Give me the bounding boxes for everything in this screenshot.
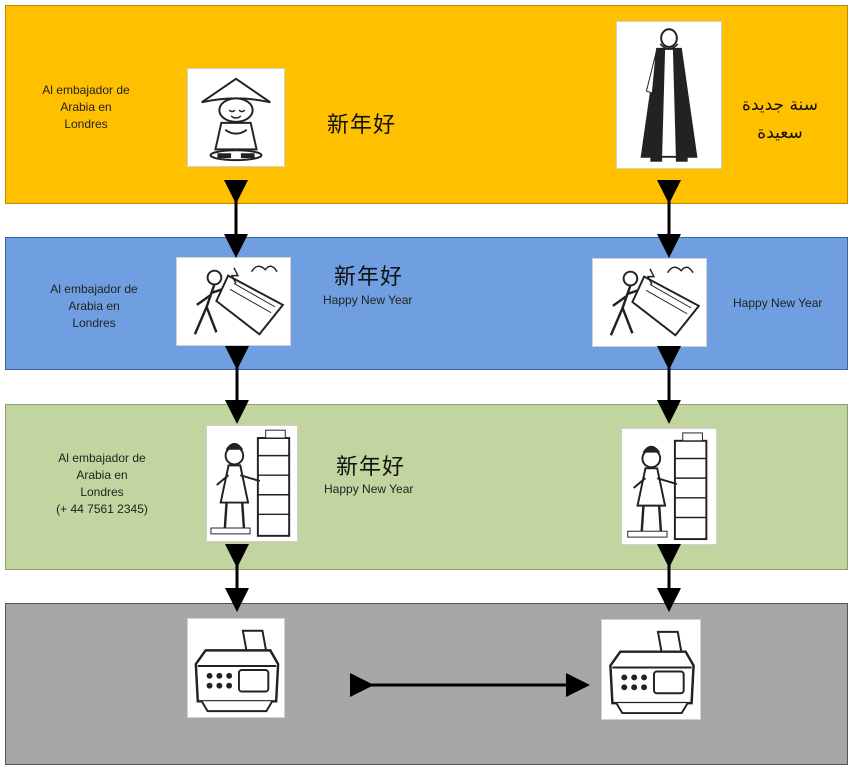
address-line: Londres (64, 117, 108, 131)
arab-figure-icon (616, 21, 722, 169)
english-greeting-right: Happy New Year (733, 296, 823, 310)
secretary-filing-icon (206, 425, 298, 542)
arabic-greeting: سنة جديدة سعيدة (722, 91, 838, 147)
address-line: Londres (80, 485, 124, 499)
translator-figure-icon (592, 258, 707, 347)
translator-figure-icon (176, 257, 291, 346)
layer-2-band (5, 237, 848, 370)
address-line: Al embajador de (58, 451, 146, 465)
layer1-address-label: Al embajador de Arabia en Londres (26, 82, 146, 133)
address-line: Al embajador de (50, 282, 138, 296)
chinese-greeting: 新年好 (327, 113, 397, 138)
layer3-address-label: Al embajador de Arabia en Londres (+ 44 … (40, 450, 164, 518)
secretary-filing-icon (621, 428, 717, 545)
fax-machine-icon (187, 618, 285, 718)
layer2-address-label: Al embajador de Arabia en Londres (32, 281, 156, 332)
arabic-greeting-line: سنة جديدة (742, 95, 818, 115)
english-greeting: Happy New Year (324, 482, 414, 496)
chinese-greeting: 新年好 (334, 265, 404, 290)
address-line: Arabia en (68, 299, 120, 313)
chinese-figure-icon (187, 68, 285, 167)
english-greeting: Happy New Year (323, 293, 413, 307)
chinese-greeting: 新年好 (336, 455, 406, 480)
phone-number: (+ 44 7561 2345) (56, 502, 148, 516)
address-line: Londres (72, 316, 116, 330)
address-line: Arabia en (76, 468, 128, 482)
address-line: Arabia en (60, 100, 112, 114)
arabic-greeting-line: سعيدة (757, 123, 803, 143)
fax-machine-icon (601, 619, 701, 720)
layer-4-band (5, 603, 848, 765)
address-line: Al embajador de (42, 83, 130, 97)
